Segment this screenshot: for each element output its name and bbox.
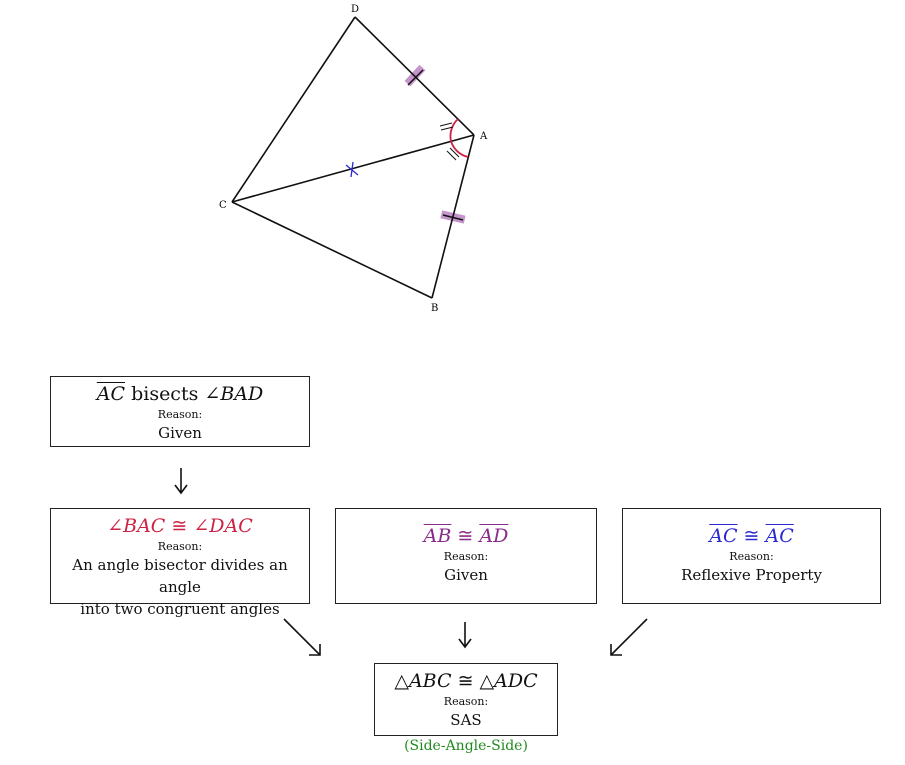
angle-arc-bac [450, 140, 469, 158]
reason-text-line-2: into two congruent angles [80, 600, 280, 618]
statement-2: ∠BAC ≅ ∠DAC [51, 514, 309, 538]
congruent-symbol: ≅ [171, 515, 188, 537]
reason-text: SAS [450, 711, 482, 729]
segment-da [354, 16, 475, 136]
geometry-figure: D A C B [219, 4, 488, 314]
vertex-label-a: A [479, 131, 488, 142]
angle-tick-dac-1 [439, 122, 453, 127]
reason-label: Reason: [443, 695, 489, 708]
statement-3: AB ≅ AD [336, 524, 596, 548]
proof-step-3: AB ≅ AD Reason: Given [335, 508, 597, 604]
segment-ad: AD [479, 525, 509, 547]
angle-dac: ∠DAC [193, 515, 253, 537]
reason-text-line-1: An angle bisector divides an angle [72, 556, 288, 596]
reason-text: Given [444, 566, 488, 584]
segment-ac: AC [96, 383, 126, 405]
statement-5: △ABC ≅ △ADC [375, 669, 557, 693]
proof-step-4: AC ≅ AC Reason: Reflexive Property [622, 508, 881, 604]
sas-footnote: (Side-Angle-Side) [404, 738, 528, 754]
vertex-label-d: D [351, 4, 359, 15]
bisects-word: bisects [131, 383, 199, 405]
angle-tick-bac-1 [446, 150, 457, 161]
cross-mark-ac-2 [350, 161, 354, 178]
vertex-label-c: C [219, 200, 227, 211]
arrow-diagonal-right-icon [283, 618, 321, 656]
arrow-down-icon [174, 468, 188, 495]
segment-cb [231, 201, 433, 299]
tick-mark-ad [407, 69, 424, 86]
arrow-down-icon [458, 622, 472, 649]
congruent-symbol: ≅ [457, 525, 474, 547]
angle-tick-bac-2 [449, 147, 460, 158]
proof-step-1: AC bisects ∠BAD Reason: Given [50, 376, 310, 447]
segment-dc [231, 16, 356, 203]
proof-step-5: △ABC ≅ △ADC Reason: SAS [374, 663, 558, 736]
reason-label: Reason: [157, 408, 203, 421]
tick-mark-ab [442, 214, 464, 221]
statement-4: AC ≅ AC [623, 524, 880, 548]
reason-label: Reason: [443, 550, 489, 563]
reason-text: Given [158, 424, 202, 442]
arrow-diagonal-left-icon [610, 618, 648, 656]
segment-ac-right: AC [765, 525, 794, 547]
segment-ab: AB [423, 525, 452, 547]
angle-bac: ∠BAC [107, 515, 166, 537]
segment-ac-left: AC [709, 525, 738, 547]
reason-label: Reason: [729, 550, 774, 563]
reason-label: Reason: [157, 540, 203, 553]
congruent-symbol: ≅ [457, 670, 474, 692]
proof-step-2: ∠BAC ≅ ∠DAC Reason: An angle bisector di… [50, 508, 310, 618]
statement-1: AC bisects ∠BAD [51, 382, 309, 406]
vertex-label-b: B [431, 303, 438, 314]
angle-tick-dac-2 [440, 126, 454, 131]
angle-bad: BAD [220, 383, 264, 405]
angle-symbol: ∠ [204, 383, 221, 405]
triangle-adc: △ADC [479, 670, 538, 692]
reason-text: Reflexive Property [681, 566, 822, 584]
angle-arc-dac [449, 118, 459, 142]
triangle-abc: △ABC [394, 670, 452, 692]
segment-ca [231, 134, 475, 203]
congruent-symbol: ≅ [743, 525, 760, 547]
segment-ab [431, 134, 475, 299]
